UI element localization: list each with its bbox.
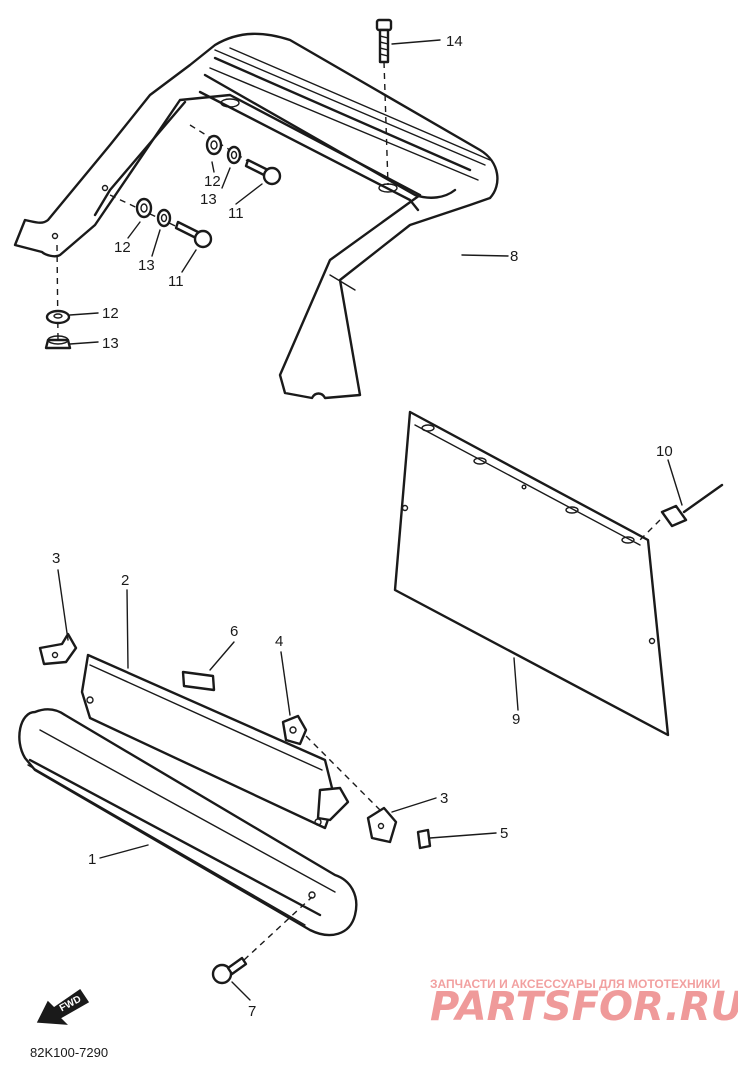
callout-5: 5 xyxy=(500,825,508,842)
callout-12-upper: 12 xyxy=(204,173,221,190)
diagram-code: 82K100-7290 xyxy=(30,1045,108,1060)
callout-12-middle: 12 xyxy=(114,239,131,256)
callout-4: 4 xyxy=(275,633,283,650)
mud-flap-drawing xyxy=(393,410,670,737)
label-emblem-drawing xyxy=(181,670,216,692)
callout-11-middle: 11 xyxy=(168,273,184,290)
callout-8: 8 xyxy=(510,248,518,265)
callout-13-upper: 13 xyxy=(200,191,217,208)
callout-1: 1 xyxy=(88,851,96,868)
callout-7: 7 xyxy=(248,1003,256,1020)
plate-drawing xyxy=(80,653,350,830)
callout-12-lower: 12 xyxy=(102,305,119,322)
fwd-arrow-icon: FWD xyxy=(36,988,90,1025)
clip-drawing xyxy=(416,828,432,850)
bumper-guard-drawing xyxy=(18,708,358,937)
callout-3-right: 3 xyxy=(440,790,448,807)
callout-13-middle: 13 xyxy=(138,257,155,274)
screw-drawing xyxy=(211,896,313,985)
leader-lines xyxy=(57,39,683,1001)
upper-hardware-drawing xyxy=(189,124,282,186)
callout-11-upper: 11 xyxy=(228,205,244,222)
lower-hardware-drawing xyxy=(44,244,72,350)
nut-clip-drawing xyxy=(281,714,381,811)
watermark-brand: PARTSFOR.RU xyxy=(430,984,738,1030)
middle-hardware-drawing xyxy=(109,194,213,249)
bracket-right-drawing xyxy=(366,806,398,844)
bolt-top-drawing xyxy=(375,18,393,186)
watermark-tagline: ЗАПЧАСТИ И АКСЕССУАРЫ ДЛЯ МОТОТЕХНИКИ xyxy=(430,977,720,991)
watermark: ЗАПЧАСТИ И АКСЕССУАРЫ ДЛЯ МОТОТЕХНИКИ PA… xyxy=(430,977,738,1030)
rivet-drawing xyxy=(639,483,724,541)
bracket-left-drawing xyxy=(38,632,78,666)
callout-labels: 14 8 12 13 11 12 13 11 12 13 10 9 3 2 6 … xyxy=(52,33,673,1020)
callout-9: 9 xyxy=(512,711,520,728)
carrier-frame-drawing xyxy=(13,32,499,400)
callout-10: 10 xyxy=(656,443,673,460)
callout-13-lower: 13 xyxy=(102,335,119,352)
callout-2: 2 xyxy=(121,572,129,589)
callout-6: 6 xyxy=(230,623,238,640)
callout-3-left: 3 xyxy=(52,550,60,567)
callout-14: 14 xyxy=(446,33,463,50)
